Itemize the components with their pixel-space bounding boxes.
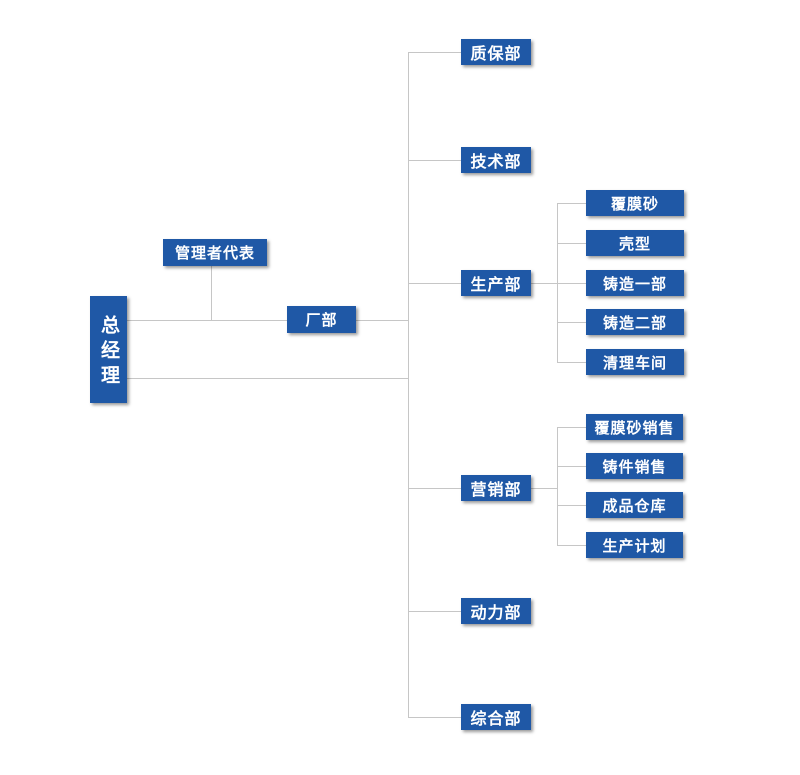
node-factory-department: 厂部 [287, 306, 356, 333]
node-shell-mold: 壳型 [586, 230, 684, 256]
node-technical-dept: 技术部 [461, 147, 531, 173]
connector-stub-production-planning [557, 545, 586, 546]
node-cleaning-workshop: 清理车间 [586, 349, 684, 375]
connector-production-to-children [531, 283, 557, 284]
connector-stub-power [408, 611, 461, 612]
node-casting-dept-1: 铸造一部 [586, 270, 684, 296]
node-coated-sand: 覆膜砂 [586, 190, 684, 216]
node-casting-sales: 铸件销售 [586, 453, 683, 479]
connector-stub-general-affairs [408, 717, 461, 718]
node-power-dept: 动力部 [461, 598, 531, 624]
node-coated-sand-sales: 覆膜砂销售 [586, 414, 683, 440]
connector-factory-to-trunk [356, 320, 408, 321]
connector-main-trunk [408, 52, 409, 717]
connector-stub-coated-sand [557, 203, 586, 204]
connector-gm-to-factory [127, 320, 287, 321]
node-production-dept: 生产部 [461, 270, 531, 296]
connector-stub-cleaning-workshop [557, 362, 586, 363]
connector-stub-casting-sales [557, 466, 586, 467]
connector-production-children-rail [557, 203, 558, 362]
connector-stub-quality-assurance [408, 52, 461, 53]
connector-stub-marketing [408, 488, 461, 489]
connector-management-rep-drop [211, 266, 212, 320]
connector-stub-technical [408, 160, 461, 161]
connector-marketing-to-children [531, 488, 557, 489]
node-general-manager: 总经理 [90, 296, 127, 403]
connector-gm-to-trunk [127, 378, 408, 379]
connector-stub-casting-2 [557, 322, 586, 323]
connector-stub-coated-sand-sales [557, 427, 586, 428]
node-management-representative: 管理者代表 [163, 239, 267, 266]
connector-stub-production [408, 283, 461, 284]
node-marketing-dept: 营销部 [461, 475, 531, 501]
node-general-affairs-dept: 综合部 [461, 704, 531, 730]
connector-stub-finished-goods-warehouse [557, 505, 586, 506]
connector-marketing-children-rail [557, 427, 558, 545]
node-casting-dept-2: 铸造二部 [586, 309, 684, 335]
node-quality-assurance-dept: 质保部 [461, 39, 531, 65]
node-finished-goods-warehouse: 成品仓库 [586, 492, 683, 518]
node-production-planning: 生产计划 [586, 532, 683, 558]
connector-stub-shell-mold [557, 243, 586, 244]
connector-stub-casting-1 [557, 283, 586, 284]
